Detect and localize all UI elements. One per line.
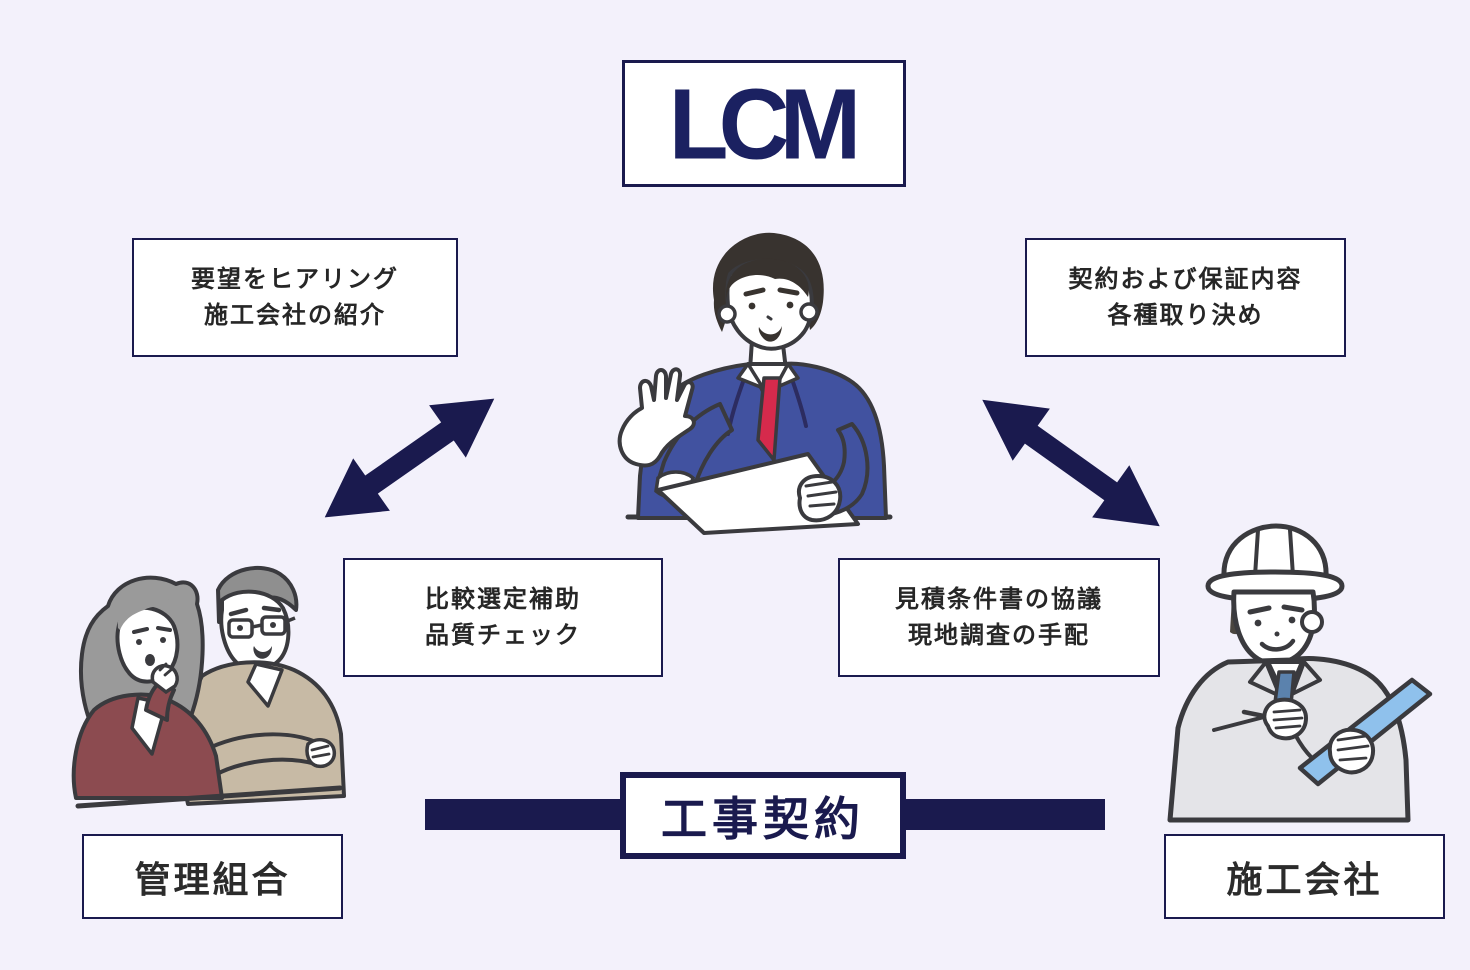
lcm-consultant-illustration (600, 228, 920, 538)
note-line: 要望をヒアリング (191, 265, 399, 293)
lcm-logo: LCM (668, 67, 862, 180)
management-association-box: 管理組合 (82, 834, 343, 919)
construction-worker-illustration (1162, 520, 1462, 830)
note-line: 施工会社の紹介 (204, 301, 386, 329)
note-box-hearing-intro: 要望をヒアリング 施工会社の紹介 (132, 238, 458, 357)
double-arrow-right-icon (961, 370, 1180, 555)
lcm-logo-box: LCM (622, 60, 906, 187)
note-line: 現地調査の手配 (908, 621, 1090, 649)
construction-contract-box: 工事契約 (620, 772, 906, 859)
construction-company-box: 施工会社 (1164, 834, 1445, 919)
note-box-contract-warranty: 契約および保証内容 各種取り決め (1025, 238, 1346, 357)
management-label: 管理組合 (134, 858, 291, 900)
note-line: 比較選定補助 (425, 585, 581, 613)
note-line: 品質チェック (425, 621, 581, 649)
double-arrow-left-icon (304, 369, 515, 547)
contractor-label: 施工会社 (1226, 858, 1383, 900)
note-box-comparison-quality: 比較選定補助 品質チェック (343, 558, 663, 677)
note-line: 契約および保証内容 (1068, 265, 1303, 293)
note-box-estimate-survey: 見積条件書の協議 現地調査の手配 (838, 558, 1160, 677)
note-line: 各種取り決め (1107, 301, 1264, 329)
contract-label: 工事契約 (661, 792, 865, 845)
note-line: 見積条件書の協議 (895, 585, 1103, 613)
elderly-couple-illustration (50, 558, 350, 818)
